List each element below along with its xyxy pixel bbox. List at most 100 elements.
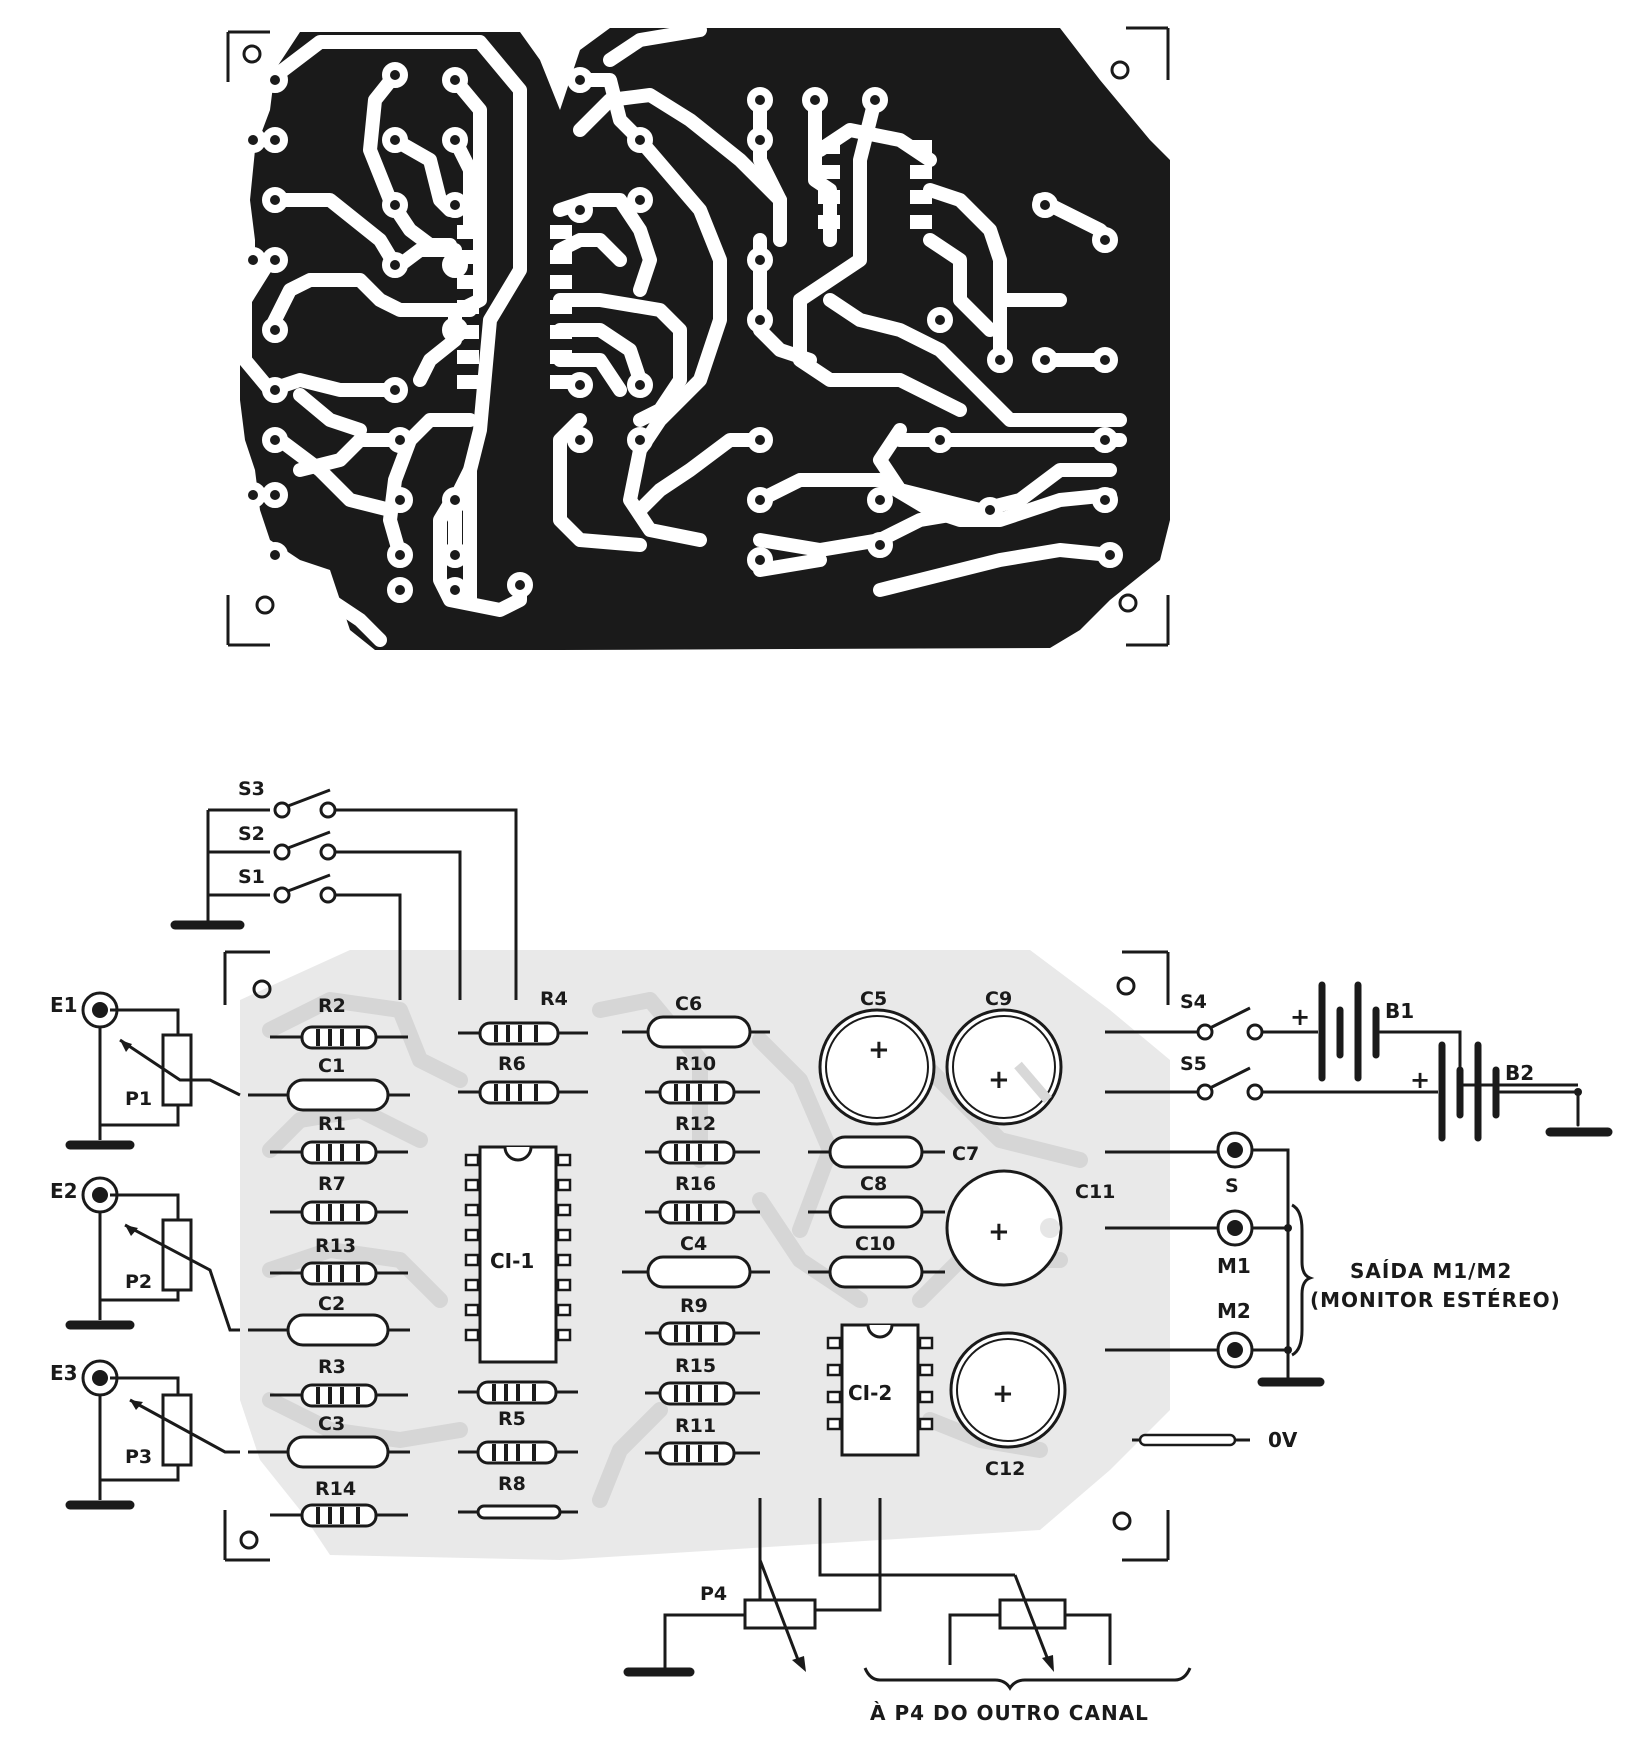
plus-c5: + [868,1035,890,1065]
label-out-s: S [1225,1175,1239,1197]
label-e2: E2 [50,1179,78,1203]
plus-c12: + [992,1379,1014,1409]
electrolytic-c9 [945,1008,1063,1126]
label-c6: C6 [675,993,702,1015]
label-c2: C2 [318,1293,345,1315]
electrolytics: + + + + [818,1008,1067,1449]
zero-volt-link: 0V [1132,1428,1298,1452]
jumper-wire [458,1504,578,1520]
label-r10: R10 [675,1053,716,1075]
label-r8: R8 [498,1473,526,1495]
capacitor-c8 [808,1195,945,1229]
resistor-r13 [270,1261,408,1286]
label-r1: R1 [318,1113,346,1135]
component-labels: R2 R4 R6 R1 R7 R13 R3 R14 R5 R8 R10 R12 … [315,988,1115,1500]
copper-layout [226,23,1170,650]
label-c3: C3 [318,1413,345,1435]
label-p4: P4 [700,1583,727,1605]
label-c10: C10 [855,1233,895,1255]
label-r5: R5 [498,1408,526,1430]
capacitor-c4 [622,1255,770,1289]
capacitor-c10 [808,1255,945,1289]
label-r11: R11 [675,1415,716,1437]
resistor-r4 [458,1021,588,1046]
output-m2 [1105,1331,1292,1369]
label-r9: R9 [680,1295,708,1317]
corner-marks-bottom [223,950,1170,1562]
label-c11: C11 [1075,1181,1115,1203]
input-e2 [65,1176,240,1332]
pads-top [240,62,1123,603]
resistor-r7 [270,1200,408,1225]
label-s4: S4 [1180,991,1207,1013]
electrolytic-c11 [945,1169,1063,1287]
capacitor-c6 [622,1015,770,1049]
battery-b2 [1438,1041,1580,1142]
capacitor-c1 [248,1078,410,1112]
label-r13: R13 [315,1235,356,1257]
label-0v: 0V [1268,1428,1298,1452]
plus-b2: + [1410,1066,1430,1094]
corner-marks-top [226,26,1170,647]
label-s5: S5 [1180,1053,1207,1075]
label-r4: R4 [540,988,568,1010]
switch-s4 [1105,1006,1318,1041]
label-e3: E3 [50,1361,78,1385]
ic-ci1 [464,1145,572,1364]
resistors [270,1021,760,1528]
label-s3: S3 [238,778,265,800]
label-r15: R15 [675,1355,716,1377]
switch-block-s1-s3: S3 S2 S1 [170,778,518,1000]
resistor-r10 [645,1080,760,1105]
resistor-r1 [270,1140,408,1165]
label-s1: S1 [238,866,265,888]
label-p3: P3 [125,1446,152,1468]
label-r14: R14 [315,1478,356,1500]
label-out-m1: M1 [1217,1254,1251,1278]
saida-line1: SAÍDA M1/M2 [1350,1259,1512,1283]
switch-s3 [273,788,518,1000]
component-layout: S3 S2 S1 [50,778,1613,1725]
label-r16: R16 [675,1173,716,1195]
label-out-m2: M2 [1217,1299,1251,1323]
resistor-r15 [645,1381,760,1406]
label-p2: P2 [125,1271,152,1293]
output-s [1105,1131,1290,1305]
outro-canal-label: À P4 DO OUTRO CANAL [870,1701,1149,1725]
label-c9: C9 [985,988,1012,1010]
resistor-r14 [270,1503,408,1528]
board-ghost-tracks [262,992,1088,1508]
electrolytic-c5 [818,1008,936,1126]
p4-section: P4 À P4 DO OUTRO CANAL [623,1498,1192,1725]
resistor-r9 [645,1321,760,1346]
label-c5: C5 [860,988,887,1010]
resistor-r11 [645,1441,760,1466]
capacitor-c3 [248,1435,410,1469]
plus-c9: + [988,1065,1010,1095]
label-b2: B2 [1505,1061,1534,1085]
label-s2: S2 [238,823,265,845]
resistor-r12 [645,1140,760,1165]
resistor-r5 [458,1380,578,1405]
output-section: S M1 M2 SAÍDA M1/M2 (MONITOR ESTÉREO) [1105,1131,1560,1387]
board-ghost [240,950,1170,1560]
electrolytic-c12 [949,1331,1067,1449]
switch-s1 [273,873,402,1000]
plus-b1: + [1290,1003,1310,1031]
resistor-r2 [270,1025,408,1050]
resistor-r3 [270,1383,408,1408]
label-e1: E1 [50,993,78,1017]
input-section: E1 E2 E3 P1 P2 P3 [50,991,241,1510]
power-section: S4 S5 + + B1 B2 [1105,981,1613,1142]
switch-s2 [273,830,462,1000]
switch-s5 [1105,1066,1438,1101]
label-c4: C4 [680,1233,707,1255]
capacitor-c2 [248,1313,410,1347]
label-r12: R12 [675,1113,716,1135]
label-c7: C7 [952,1143,979,1165]
label-r6: R6 [498,1053,526,1075]
resistor-r6 [458,1080,588,1105]
capacitor-c7 [808,1135,945,1169]
label-ci2: CI-2 [848,1381,892,1405]
